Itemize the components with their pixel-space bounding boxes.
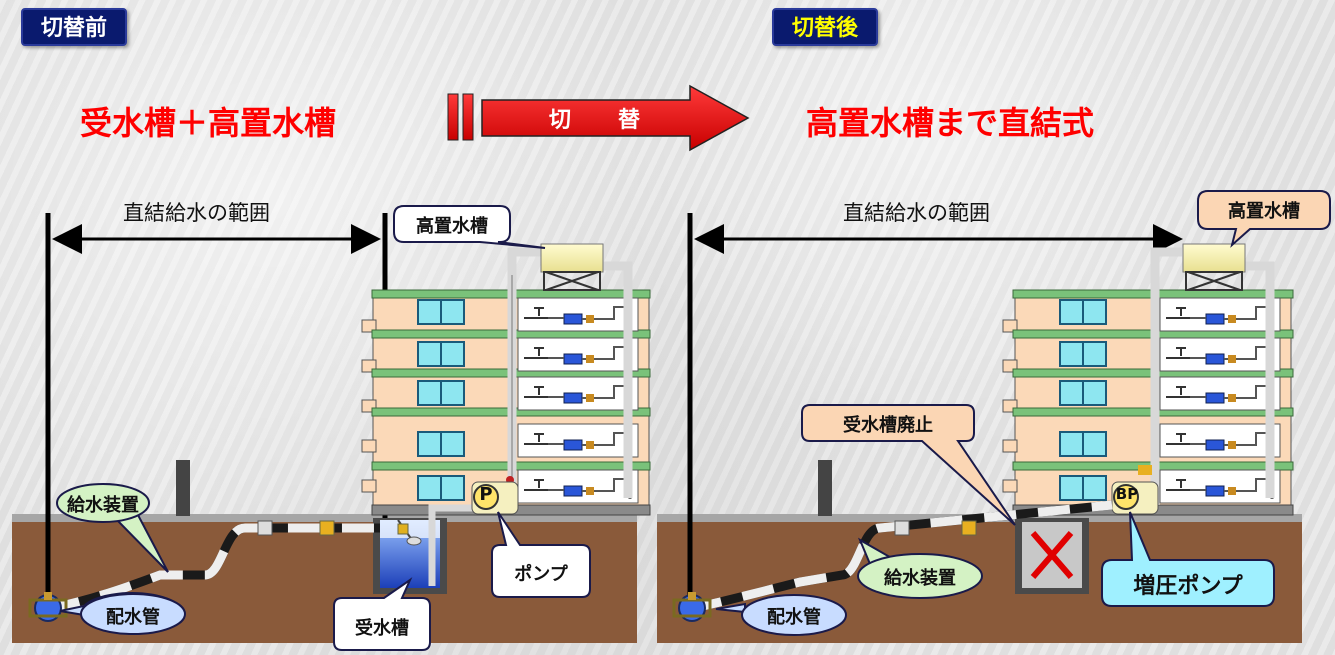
- callout-receiving-shape: [333, 577, 431, 651]
- distribution-main-right: [672, 592, 712, 622]
- callout-receiving-tank: 受水槽: [355, 618, 409, 639]
- building-right: [1002, 247, 1294, 516]
- cross-mark: [1030, 531, 1074, 579]
- callout-right-supply: 給水装置: [884, 568, 956, 589]
- callout-right-main-shape: [741, 594, 847, 636]
- callout-abolish: 受水槽廃止: [843, 415, 933, 436]
- distribution-main-left: [28, 592, 68, 622]
- headline-after: 高置水槽まで直結式: [806, 104, 1095, 142]
- callout-left-supply-shape: [56, 483, 169, 573]
- before-tag: 切替前: [21, 8, 128, 46]
- pump-left: [471, 481, 519, 515]
- callout-pump: ポンプ: [514, 564, 568, 585]
- pump-symbol: P: [479, 484, 493, 505]
- range-label-left: 直結給水の範囲: [123, 201, 270, 225]
- callout-booster-shape: [1101, 511, 1275, 607]
- elevated-tank-left: [540, 243, 604, 291]
- booster-pump: [1111, 481, 1159, 515]
- callout-left-main: 配水管: [106, 607, 160, 628]
- callout-right-tank: 高置水槽: [1228, 201, 1300, 222]
- callout-left-tank-shape: [393, 205, 546, 249]
- callout-pump-shape: [491, 511, 591, 598]
- switch-arrow-label: 切 替: [548, 108, 641, 133]
- abolished-tank: [1015, 518, 1089, 594]
- callout-right-main: 配水管: [767, 607, 821, 628]
- callout-left-supply: 給水装置: [67, 495, 139, 516]
- callout-abolish-shape: [801, 404, 1016, 526]
- elevated-tank-right: [1182, 243, 1246, 291]
- receiving-tank: [373, 504, 478, 594]
- booster-symbol: BP: [1115, 485, 1139, 503]
- building-left: [361, 247, 651, 516]
- callout-right-tank-shape: [1197, 190, 1331, 248]
- callout-booster-pump: 増圧ポンプ: [1133, 574, 1243, 599]
- right-scene: [657, 213, 1302, 643]
- after-tag: 切替後: [772, 8, 879, 46]
- switch-arrow: [447, 84, 750, 152]
- headline-before: 受水槽＋高置水槽: [80, 104, 337, 142]
- range-label-right: 直結給水の範囲: [843, 201, 990, 225]
- callout-right-supply-shape: [857, 553, 983, 599]
- callout-left-tank: 高置水槽: [416, 216, 488, 237]
